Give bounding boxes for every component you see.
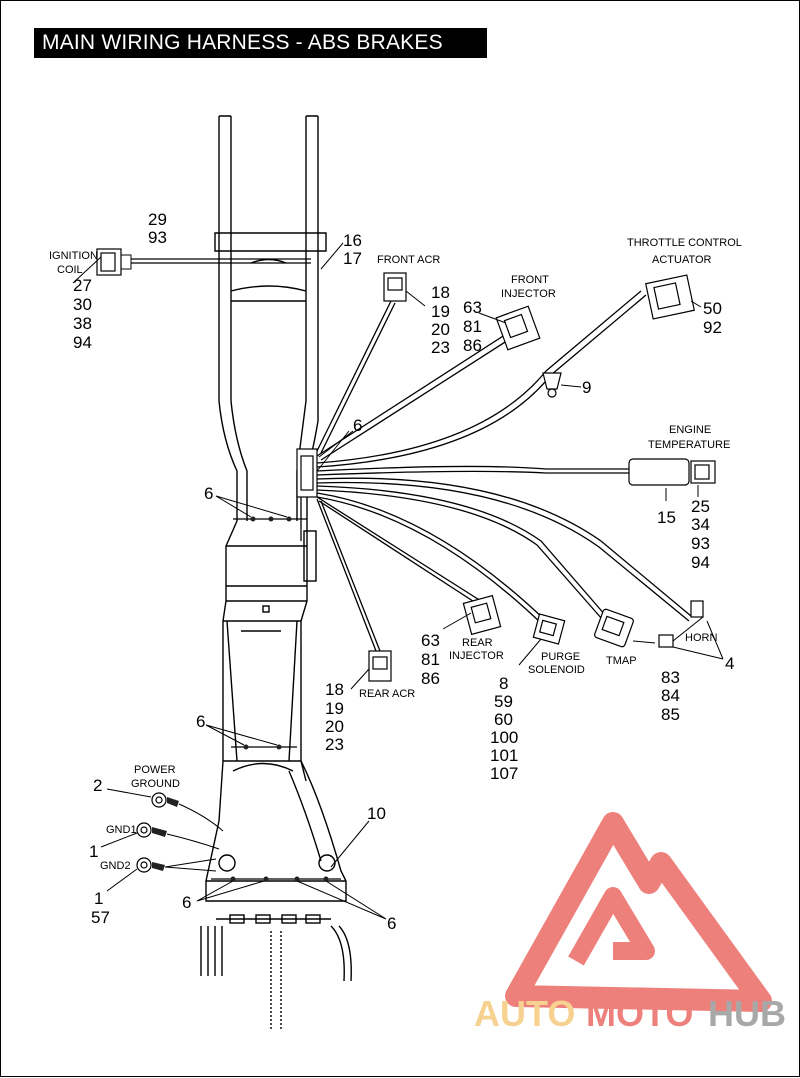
connectors <box>96 248 716 873</box>
callout-9: 9 <box>582 378 591 397</box>
label-power-ground-1: POWER <box>134 764 176 776</box>
wiring-harness <box>131 258 692 882</box>
callout-purge-8: 8 <box>499 674 508 693</box>
callout-38: 38 <box>73 314 92 333</box>
text-labels: IGNITION COIL 29 93 27 30 38 94 16 17 FR… <box>49 210 742 933</box>
callout-17: 17 <box>343 249 362 268</box>
diagram-title: MAIN WIRING HARNESS - ABS BRAKES <box>34 28 487 58</box>
callout-6-left: 6 <box>204 484 213 503</box>
label-throttle-2: ACTUATOR <box>652 254 712 266</box>
throttle-actuator-connector <box>645 274 695 320</box>
callout-engine-temp-34: 34 <box>691 515 710 534</box>
callout-94: 94 <box>73 333 92 352</box>
purge-solenoid-connector <box>532 613 566 645</box>
label-front-injector-1: FRONT <box>511 274 549 286</box>
label-throttle-1: THROTTLE CONTROL <box>627 237 742 249</box>
tmap-connector <box>594 608 634 648</box>
label-power-ground-2: GROUND <box>131 778 180 790</box>
callout-throttle-50: 50 <box>703 299 722 318</box>
label-rear-injector-1: REAR <box>462 637 493 649</box>
gnd1-terminal <box>136 822 220 850</box>
callout-6-bottom-right: 6 <box>387 914 396 933</box>
callout-10: 10 <box>367 804 386 823</box>
callout-1-gnd1: 1 <box>89 842 98 861</box>
callout-4: 4 <box>725 654 734 673</box>
callout-engine-temp-94: 94 <box>691 553 710 572</box>
label-ignition-coil-1: IGNITION <box>49 250 98 262</box>
callout-front-injector-63: 63 <box>463 298 482 317</box>
callout-93: 93 <box>148 228 167 247</box>
label-engine-temp-1: ENGINE <box>669 424 711 436</box>
front-acr-connector <box>383 272 407 302</box>
callout-front-injector-86: 86 <box>463 336 482 355</box>
label-rear-acr: REAR ACR <box>359 688 415 700</box>
callout-front-acr-19: 19 <box>431 302 450 321</box>
callout-front-acr-18: 18 <box>431 283 450 302</box>
label-purge-2: SOLENOID <box>528 664 585 676</box>
logo-text-hub: HUB <box>708 993 786 1034</box>
label-horn: HORN <box>685 632 717 644</box>
callout-1-gnd2: 1 <box>94 889 103 908</box>
callout-tmap-83: 83 <box>661 668 680 687</box>
callout-front-acr-20: 20 <box>431 320 450 339</box>
callout-6-upper: 6 <box>353 416 362 435</box>
callout-27: 27 <box>73 276 92 295</box>
callout-15: 15 <box>657 508 676 527</box>
callout-front-injector-81: 81 <box>463 317 482 336</box>
callout-57: 57 <box>91 908 110 927</box>
label-rear-injector-2: INJECTOR <box>449 650 504 662</box>
clip-part-9 <box>542 372 562 398</box>
callout-front-acr-23: 23 <box>431 338 450 357</box>
callout-rear-acr-23: 23 <box>325 735 344 754</box>
callout-rear-acr-18: 18 <box>325 680 344 699</box>
watermark-logo: AUTO MOTO HUB <box>474 812 786 1034</box>
callout-purge-107: 107 <box>490 764 518 783</box>
label-purge-1: PURGE <box>541 651 580 663</box>
leader-lines <box>72 242 724 920</box>
callout-throttle-92: 92 <box>703 318 722 337</box>
label-front-acr: FRONT ACR <box>377 254 440 266</box>
label-gnd2: GND2 <box>100 860 131 872</box>
callout-tmap-84: 84 <box>661 686 680 705</box>
engine-temperature-sensor <box>628 458 716 486</box>
horn-connector <box>658 600 704 648</box>
callout-purge-100: 100 <box>490 728 518 747</box>
front-injector-connector <box>495 305 541 351</box>
callout-rear-injector-63: 63 <box>421 631 440 650</box>
logo-text-auto: AUTO <box>474 993 575 1034</box>
callout-6-bottom-left: 6 <box>182 893 191 912</box>
label-engine-temp-2: TEMPERATURE <box>648 439 730 451</box>
gnd2-terminal <box>136 857 217 873</box>
callout-29: 29 <box>148 210 167 229</box>
rear-acr-connector <box>368 650 392 682</box>
callout-rear-injector-86: 86 <box>421 669 440 688</box>
label-front-injector-2: INJECTOR <box>501 288 556 300</box>
callout-engine-temp-93: 93 <box>691 534 710 553</box>
callout-16: 16 <box>343 231 362 250</box>
callout-2: 2 <box>93 776 102 795</box>
rear-injector-connector <box>462 594 502 636</box>
ignition-coil-connector <box>96 248 132 276</box>
callout-purge-59: 59 <box>494 692 513 711</box>
label-gnd1: GND1 <box>106 824 137 836</box>
callout-purge-60: 60 <box>494 710 513 729</box>
label-ignition-coil-2: COIL <box>57 264 83 276</box>
callout-rear-acr-19: 19 <box>325 699 344 718</box>
callout-engine-temp-25: 25 <box>691 497 710 516</box>
power-ground-terminal <box>151 792 224 832</box>
callout-6-mid: 6 <box>196 712 205 731</box>
callout-purge-101: 101 <box>490 746 518 765</box>
callout-rear-injector-81: 81 <box>421 650 440 669</box>
logo-text-moto: MOTO <box>586 993 693 1034</box>
callout-rear-acr-20: 20 <box>325 717 344 736</box>
callout-30: 30 <box>73 295 92 314</box>
label-tmap: TMAP <box>606 655 637 667</box>
callout-tmap-85: 85 <box>661 705 680 724</box>
motorcycle-frame <box>200 115 352 1031</box>
